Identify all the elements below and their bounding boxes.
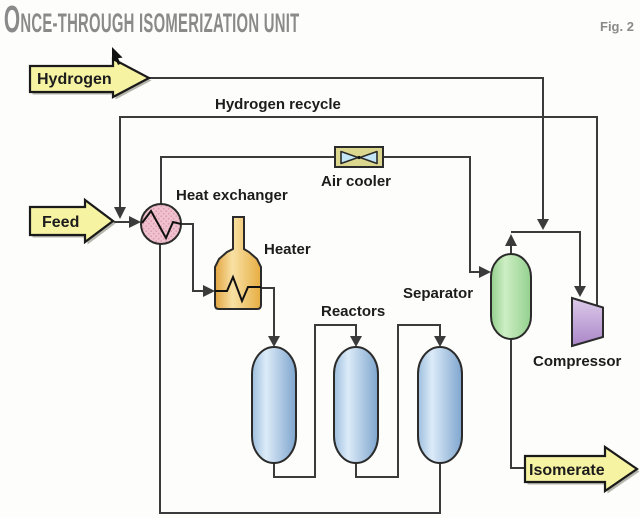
pipe-lines xyxy=(112,77,598,514)
air-cooler-hub-icon xyxy=(357,155,361,160)
arrowhead-into-compressor-icon xyxy=(574,286,586,297)
stream-arrows xyxy=(28,57,640,494)
pipe-reactor2-to-reactor3 xyxy=(355,324,441,478)
air-cooler xyxy=(334,146,384,168)
arrowhead-into-reactor1-icon xyxy=(268,336,280,347)
pipe-separator-to-isomerate xyxy=(510,339,525,469)
pipe-reactor1-to-reactor2 xyxy=(273,324,357,478)
isomerate-stream-label: Isomerate xyxy=(529,462,605,479)
heater-label: Heater xyxy=(264,241,311,258)
arrowhead-h2-makeup-icon xyxy=(537,219,549,230)
separator-label: Separator xyxy=(403,285,473,302)
figure-number: Fig. 2 xyxy=(600,19,634,34)
heater xyxy=(214,216,262,310)
heater-coil-icon xyxy=(215,274,261,304)
air-cooler-fan-right-icon xyxy=(359,150,378,165)
page-title: ONCE-THROUGH ISOMERIZATION UNIT xyxy=(4,0,300,41)
pipe-hx-to-heater xyxy=(181,223,204,292)
arrowhead-into-reactor3-icon xyxy=(434,336,446,347)
air-cooler-fan-left-icon xyxy=(340,150,359,165)
compressor-shape xyxy=(571,296,604,348)
reactors-label: Reactors xyxy=(321,303,385,320)
heat-exchanger xyxy=(140,203,182,245)
arrowhead-recycle-down-icon xyxy=(114,207,126,219)
title-text: NCE-THROUGH ISOMERIZATION UNIT xyxy=(20,7,299,38)
heat-exchanger-coil-icon xyxy=(141,209,182,241)
diagram-labels: Hydrogen recycle Heat exchanger Air cool… xyxy=(37,71,622,479)
arrowhead-into-heater-icon xyxy=(203,285,215,297)
feed-arrow xyxy=(28,197,115,245)
compressor-label: Compressor xyxy=(533,353,622,370)
pipe-separator-gas xyxy=(511,231,581,286)
heater-body-icon xyxy=(214,216,262,310)
feed-stream-label: Feed xyxy=(42,214,79,231)
separator-vessel xyxy=(490,253,532,340)
arrowhead-into-hx-icon xyxy=(129,216,141,228)
arrowhead-into-separator-icon xyxy=(479,266,491,278)
heat-exchanger-label: Heat exchanger xyxy=(176,187,288,204)
flow-arrowheads xyxy=(114,207,586,347)
pipe-hydrogen-supply xyxy=(149,77,544,219)
reactor-3 xyxy=(417,346,463,464)
arrowhead-separator-gas-up-icon xyxy=(505,234,517,246)
isomerate-arrow xyxy=(523,444,639,494)
mouse-cursor-icon xyxy=(112,47,123,65)
reactor-1 xyxy=(251,346,297,464)
reactor-2 xyxy=(333,346,379,464)
pipe-hx-to-separator xyxy=(160,156,480,273)
arrowhead-into-reactor2-icon xyxy=(350,336,362,347)
pipe-reactor3-to-hx xyxy=(159,244,441,514)
hydrogen-recycle-label: Hydrogen recycle xyxy=(215,96,341,113)
pipe-hydrogen-recycle xyxy=(119,116,598,306)
pipe-heater-to-reactor1 xyxy=(261,287,275,336)
hydrogen-arrow xyxy=(28,57,152,99)
title-dropcap: O xyxy=(4,0,21,41)
heat-exchanger-shell-icon xyxy=(140,203,182,245)
hydrogen-stream-label: Hydrogen xyxy=(37,71,112,88)
air-cooler-label: Air cooler xyxy=(321,173,391,190)
equipment-shapes xyxy=(140,146,604,464)
